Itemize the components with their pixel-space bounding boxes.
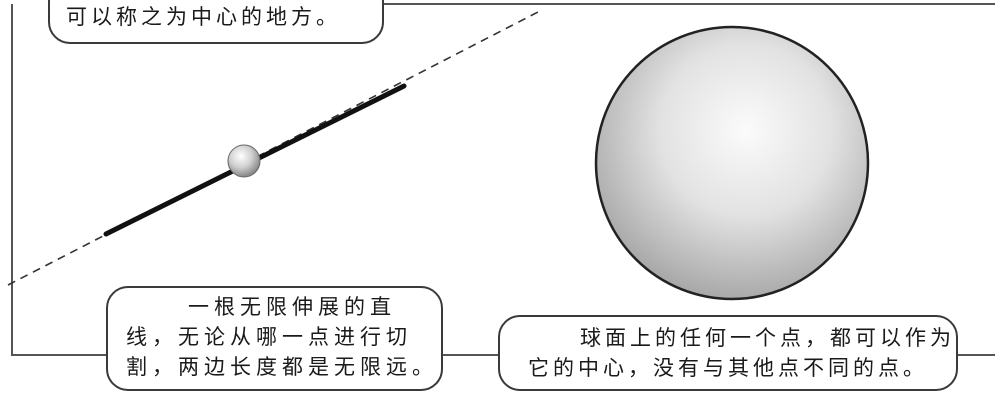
- caption-left-line-2: 线，无论从哪一点进行切: [126, 325, 412, 349]
- caption-left-line-1: 一根无限伸展的直: [188, 295, 396, 319]
- caption-sphere: 球面上的任何一个点，都可以作为 它的中心，没有与其他点不同的点。: [498, 315, 958, 391]
- caption-right-line-1: 球面上的任何一个点，都可以作为: [580, 326, 955, 350]
- point-ball: [227, 144, 261, 178]
- caption-right-line-2: 它的中心，没有与其他点不同的点。: [528, 356, 928, 380]
- caption-top-line-1: 可以称之为中心的地方。: [66, 5, 341, 29]
- caption-infinite-line: 一根无限伸展的直 线，无论从哪一点进行切 割，两边长度都是无限远。: [106, 286, 443, 391]
- frame-top-line: [11, 4, 106, 356]
- caption-center-note: 可以称之为中心的地方。: [48, 0, 384, 44]
- sphere: [594, 25, 870, 301]
- caption-left-line-3: 割，两边长度都是无限远。: [126, 355, 438, 379]
